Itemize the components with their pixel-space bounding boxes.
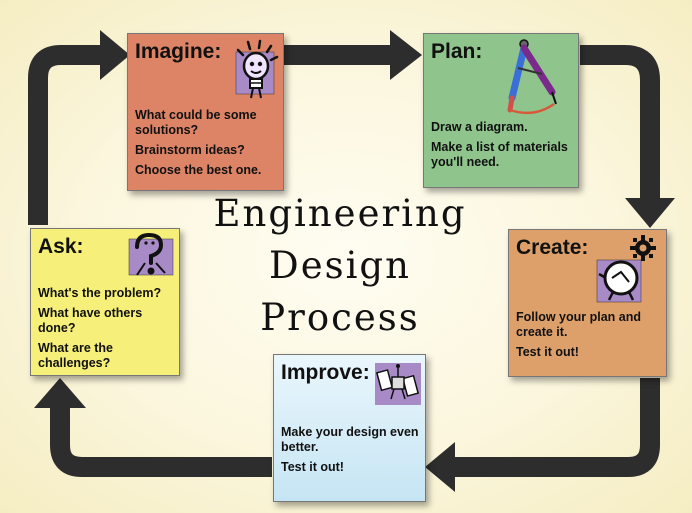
improve-line-1: Make your design even better. xyxy=(281,425,419,454)
diagram-title: Engineering Design Process xyxy=(170,188,510,344)
title-line-3: Process xyxy=(260,296,420,339)
ask-line-1: What's the problem? xyxy=(38,286,162,300)
create-card: Create: Follow your plan and crea xyxy=(508,229,667,377)
plan-line-1: Draw a diagram. xyxy=(431,120,528,134)
imagine-title: Imagine: xyxy=(135,40,222,63)
ask-card: Ask: What's the problem? What have other… xyxy=(30,228,180,376)
gear-clock-icon xyxy=(595,234,661,304)
plan-card: Plan: Draw a diagram. Make a list of mat… xyxy=(423,33,579,188)
arrow-create-to-improve xyxy=(450,378,660,477)
ask-line-2: What have others done? xyxy=(38,306,143,335)
ask-title: Ask: xyxy=(38,235,84,258)
create-title: Create: xyxy=(516,236,589,259)
imagine-card: Imagine: What could be some solutions? B… xyxy=(127,33,284,191)
ask-line-3: What are the challenges? xyxy=(38,341,114,370)
create-line-2: Test it out! xyxy=(516,345,579,359)
title-line-2: Design xyxy=(269,244,411,287)
improve-line-2: Test it out! xyxy=(281,460,344,474)
imagine-line-3: Choose the best one. xyxy=(135,163,262,177)
arrowhead-improve xyxy=(425,442,455,492)
arrow-ask-to-imagine xyxy=(28,45,104,225)
arrowhead-ask xyxy=(34,378,86,408)
arrowhead-plan xyxy=(390,30,422,80)
arrowhead-imagine xyxy=(100,30,130,80)
improve-title: Improve: xyxy=(281,361,370,384)
plan-title: Plan: xyxy=(431,40,483,63)
compass-icon xyxy=(504,38,564,116)
imagine-line-2: Brainstorm ideas? xyxy=(135,143,245,157)
arrow-plan-to-create xyxy=(580,45,660,200)
improve-card: Improve: Make your design even better. T… xyxy=(273,354,426,502)
imagine-line-1: What could be some solutions? xyxy=(135,108,257,137)
plan-line-2: Make a list of materials you'll need. xyxy=(431,140,568,169)
arrow-improve-to-ask xyxy=(50,405,272,477)
satellite-icon xyxy=(375,363,421,405)
title-line-1: Engineering xyxy=(213,192,467,235)
lightbulb-icon xyxy=(232,38,280,102)
question-mark-icon xyxy=(123,232,175,279)
create-line-1: Follow your plan and create it. xyxy=(516,310,641,339)
arrowhead-create xyxy=(625,198,675,228)
